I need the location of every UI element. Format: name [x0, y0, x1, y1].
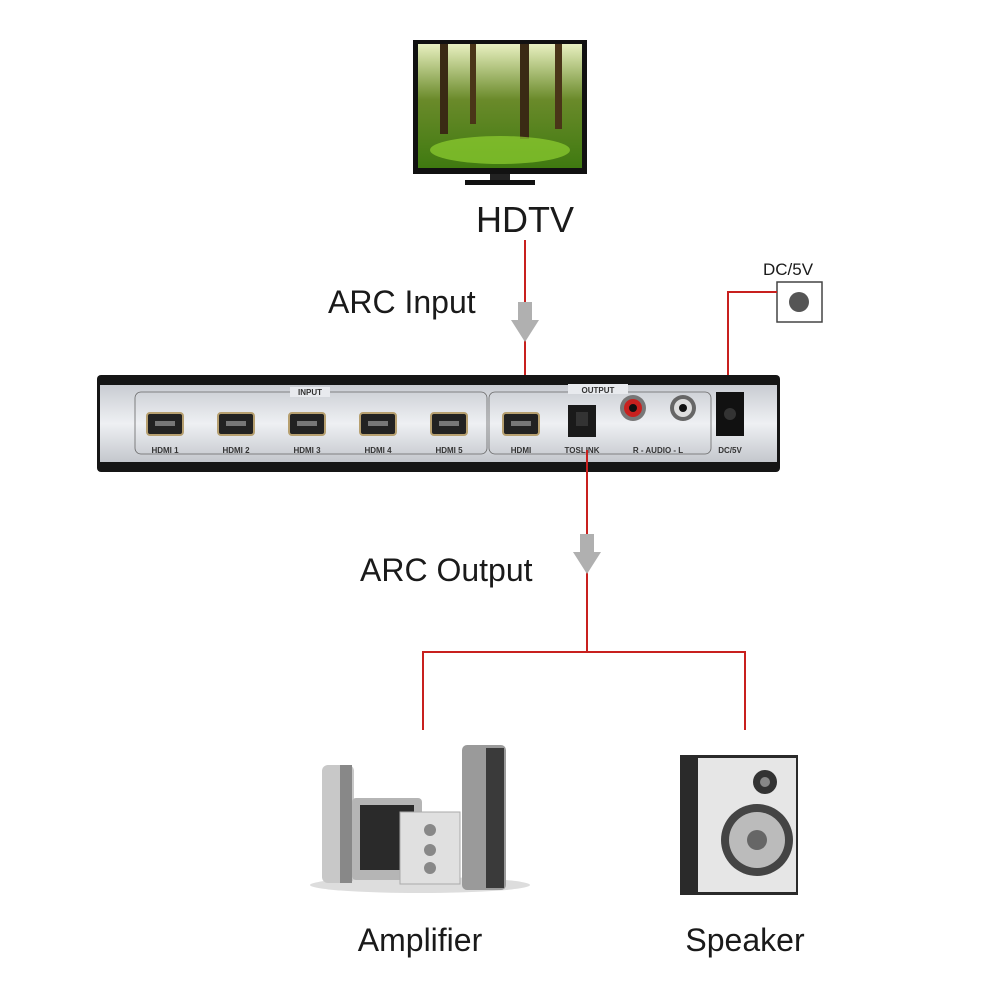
- port-label: R - AUDIO - L: [633, 446, 683, 455]
- hdmi-port-1: [146, 412, 184, 436]
- port-label: HDMI 1: [151, 446, 179, 455]
- rca-right-port: [620, 395, 646, 421]
- down-arrow-icon: [511, 302, 539, 342]
- hdmi-output-port: [502, 412, 540, 436]
- port-label: HDMI 5: [435, 446, 463, 455]
- port-label: HDMI 3: [293, 446, 321, 455]
- dc-wire: [727, 291, 777, 400]
- toslink-port: [568, 405, 596, 437]
- port-label: TOSLINK: [565, 446, 600, 455]
- speaker-image: [680, 755, 798, 895]
- port-label: DC/5V: [718, 446, 742, 455]
- hdmi-port-4: [359, 412, 397, 436]
- port-label: HDMI 4: [364, 446, 392, 455]
- port-label: HDMI: [511, 446, 531, 455]
- arc-input-label: ARC Input: [328, 284, 476, 320]
- hdmi-port-2: [217, 412, 255, 436]
- dc-power-port: [716, 392, 744, 436]
- hdmi-port-5: [430, 412, 468, 436]
- split-wire: [422, 651, 746, 730]
- arc-output-label: ARC Output: [360, 552, 533, 588]
- hdtv-label: HDTV: [476, 199, 574, 240]
- hdmi-port-3: [288, 412, 326, 436]
- rca-left-port: [670, 395, 696, 421]
- output-group-label: OUTPUT: [582, 386, 615, 395]
- dc-label: DC/5V: [763, 260, 814, 279]
- hdtv-image: [413, 40, 587, 185]
- port-label: HDMI 2: [222, 446, 250, 455]
- amplifier-label: Amplifier: [358, 922, 483, 958]
- speaker-label: Speaker: [685, 922, 805, 958]
- down-arrow-icon: [573, 534, 601, 574]
- amplifier-image: [310, 745, 530, 893]
- input-group-label: INPUT: [298, 388, 322, 397]
